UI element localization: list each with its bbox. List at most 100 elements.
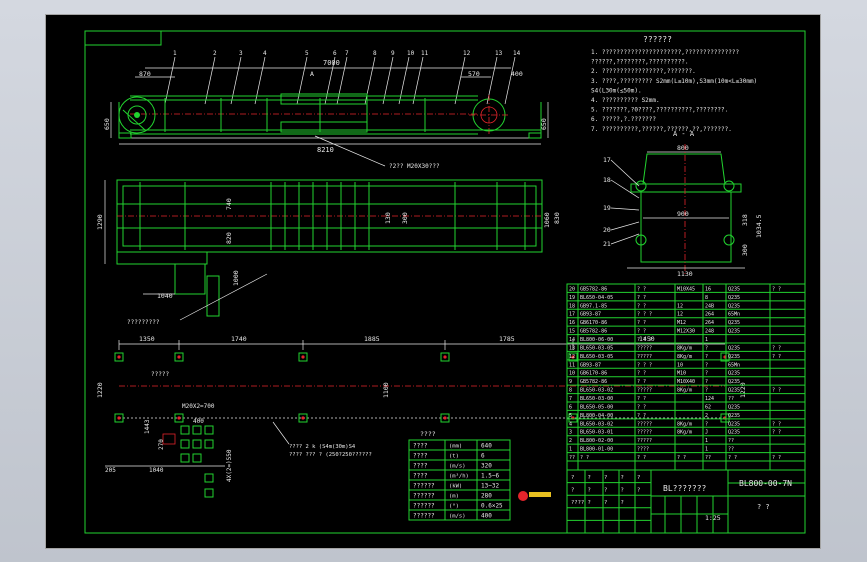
bom-cell: ????? (637, 438, 652, 444)
bom-cell: Q235 (728, 329, 740, 335)
dim-section-top: 800 (677, 144, 689, 152)
bom-cell: M10 (677, 371, 686, 377)
title-cell: ? (637, 475, 640, 481)
bom-cell: 10 (569, 371, 575, 377)
drawing-code: BL800-00-7N (739, 479, 792, 488)
anchor-hole (298, 413, 308, 423)
param-unit: (m/s) (449, 514, 466, 520)
param-value: 1.5~6 (481, 473, 499, 480)
dim-span: 7000 (323, 59, 340, 67)
param-name: ???? (413, 463, 428, 470)
dim-found-h1: 1220 (96, 382, 104, 398)
drawing-sheet[interactable]: ?????? 1. ??????????????????????,???????… (45, 14, 821, 549)
anchor-hole (174, 352, 184, 362)
section-title: A - A (673, 130, 695, 138)
bom-cell: Q235 (728, 320, 740, 326)
bom-cell: 124 (705, 396, 714, 402)
bom-cell: BL800-02-00 (580, 438, 613, 444)
hole-note-2: ???? ??? ? (250?250?????? (289, 452, 372, 458)
bom-cell: GB5782-86 (580, 379, 607, 385)
bom-cell: 264 (705, 312, 714, 318)
anchor-center (443, 355, 447, 359)
anchor-center (443, 416, 447, 420)
bom-cell: BL800-06-00 (580, 337, 613, 343)
param-rows: ????(mm)640????(t)6????(m/s)320????(m³/h… (409, 440, 510, 520)
part-number: 11 (421, 50, 429, 57)
bom-cell: GB5782-86 (580, 286, 607, 292)
bom-cell: 9 (569, 379, 572, 385)
dim-plan-d9: 830 (553, 212, 561, 224)
bom-cell: ? ? (637, 303, 646, 309)
param-name: ?????? (413, 483, 435, 490)
bom-cell: ? ? (637, 295, 646, 301)
bom-cell: ? ? (637, 413, 646, 419)
dim-length: 8210 (317, 146, 334, 154)
drawing-scale: 1:25 (705, 514, 721, 522)
bom-cell: Q235 (728, 371, 740, 377)
title-cell: ? (588, 500, 591, 506)
dim-section-h3: 300 (741, 244, 749, 256)
bom-cell: ?? (705, 455, 711, 461)
bom-cell: 5 (569, 413, 572, 419)
bom-cell: BL650-03-05 (580, 345, 613, 351)
bom-cell: 20 (569, 286, 575, 292)
param-unit: (t) (449, 454, 459, 460)
bom-cell: BL650-03-00 (580, 396, 613, 402)
bom-cell: GB97.1-85 (580, 303, 607, 309)
title-cell: ? (571, 475, 574, 481)
param-value: 280 (481, 493, 492, 500)
bom-cell: 8Kg/m (677, 345, 692, 351)
bom-cell: 14 (569, 337, 575, 343)
gearbox (174, 263, 206, 295)
bom-cell: 65Mn (728, 362, 740, 368)
param-name: ?????? (413, 513, 435, 520)
dim-left-offset: 870 (139, 70, 151, 78)
dim-section-bottom: 1130 (677, 270, 693, 278)
dim-plan-d2: 740 (225, 198, 233, 210)
anchor-center (301, 355, 305, 359)
param-unit: (m) (449, 494, 459, 500)
callout-leader (610, 179, 640, 199)
corner-code-box (84, 30, 162, 46)
bom-cell: ?? (728, 396, 734, 402)
bom-cell: 8Kg/m (677, 354, 692, 360)
title-cell: ? (588, 488, 591, 494)
bom-cell: ?? (728, 438, 734, 444)
param-name: ?????? (413, 493, 435, 500)
found-spacing: 1740 (231, 335, 247, 343)
dim-plan-d6: 1060 (543, 212, 551, 228)
bom-cell: 2 (569, 438, 572, 444)
part-number: 9 (391, 50, 395, 57)
part-number: 2 (213, 50, 217, 57)
bom-cell: ? ? (772, 345, 781, 351)
bom-cell: BL650-05-00 (580, 404, 613, 410)
part-leader (164, 56, 176, 105)
bom-cell: ? (705, 379, 708, 385)
sheet-outline (45, 14, 821, 549)
bom-cell: 4 (569, 421, 572, 427)
found-bottom-dim: 205 (105, 467, 116, 474)
bom-cell: 19 (569, 295, 575, 301)
part-number: 7 (345, 50, 349, 57)
technical-requirements: ?????? 1. ??????????????????????,???????… (591, 35, 757, 133)
bom-cell: ? ? (637, 404, 646, 410)
bom-cell: 8 (705, 295, 708, 301)
title-cell: ? (571, 488, 574, 494)
dim-height-left: 650 (103, 118, 111, 130)
part-leader (230, 56, 242, 105)
anchor-hole (298, 352, 308, 362)
bom-cell: Q235 (728, 286, 740, 292)
drawing-canvas[interactable]: ?????? 1. ??????????????????????,???????… (45, 14, 821, 549)
param-table-title: ???? (420, 430, 436, 438)
bom-cell: 8 (569, 388, 572, 394)
section-trough (642, 153, 726, 185)
param-value: 13~32 (481, 483, 499, 490)
dim-right-end: 400 (511, 70, 523, 78)
foundation-anchor-holes (114, 352, 730, 423)
bom-cell: M12X30 (677, 329, 695, 335)
param-unit: (mm) (449, 444, 462, 450)
